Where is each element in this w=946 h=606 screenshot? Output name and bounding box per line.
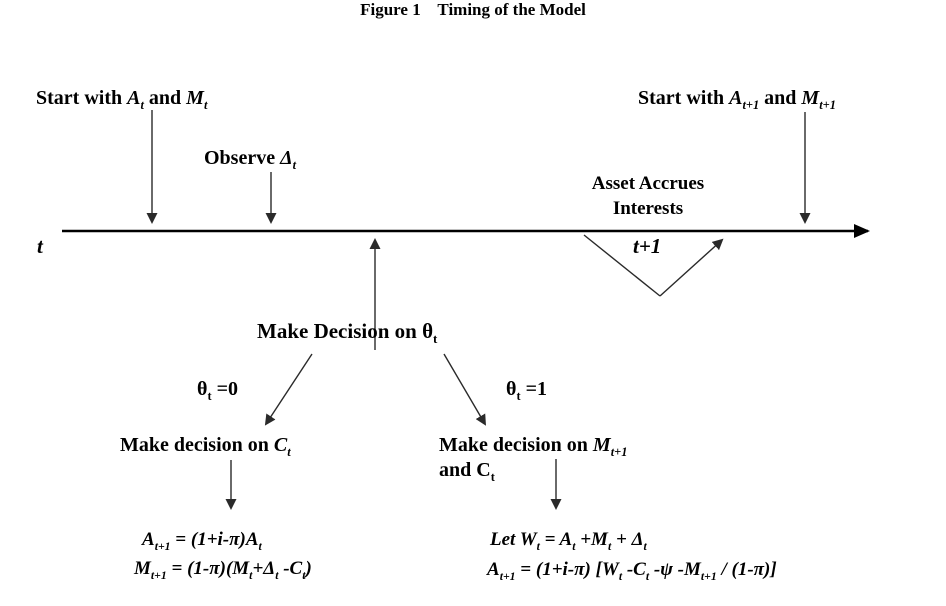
formula-right-asset: At+1 = (1+i-π) [Wt -Ct -ψ -Mt+1 / (1-π)] [487,559,777,583]
label-make-decision-theta: Make Decision on θt [257,319,438,347]
figure-title: Figure 1 Timing of the Model [360,0,586,19]
arrow-theta1-branch [443,353,487,426]
label-make-decision-mt1-ct: Make decision on Mt+1 and Ct [439,434,628,484]
label-observe-delta: Observe Δt [204,147,297,172]
accrual-bracket-left-segment [583,234,661,297]
label-make-decision-ct: Make decision on Ct [120,434,291,459]
label-theta-equals-0: θt =0 [197,378,238,403]
label-start-with-at1-mt1: Start with At+1 and Mt+1 [638,87,836,112]
accrual-bracket-arrow [659,238,724,297]
formula-right-wealth: Let Wt = At +Mt + Δt [490,529,647,553]
label-time-t: t [37,234,43,258]
formula-left-money: Mt+1 = (1-π)(Mt+Δt -Ct) [134,558,312,582]
label-asset-accrues-interests: Asset Accrues Interests [591,173,705,219]
formula-left-asset: At+1 = (1+i-π)At [142,529,262,553]
label-theta-equals-1: θt =1 [506,378,547,403]
label-time-t-plus-1: t+1 [633,234,662,258]
label-start-with-at-mt: Start with At and Mt [36,87,208,112]
arrow-theta0-branch [264,353,313,426]
